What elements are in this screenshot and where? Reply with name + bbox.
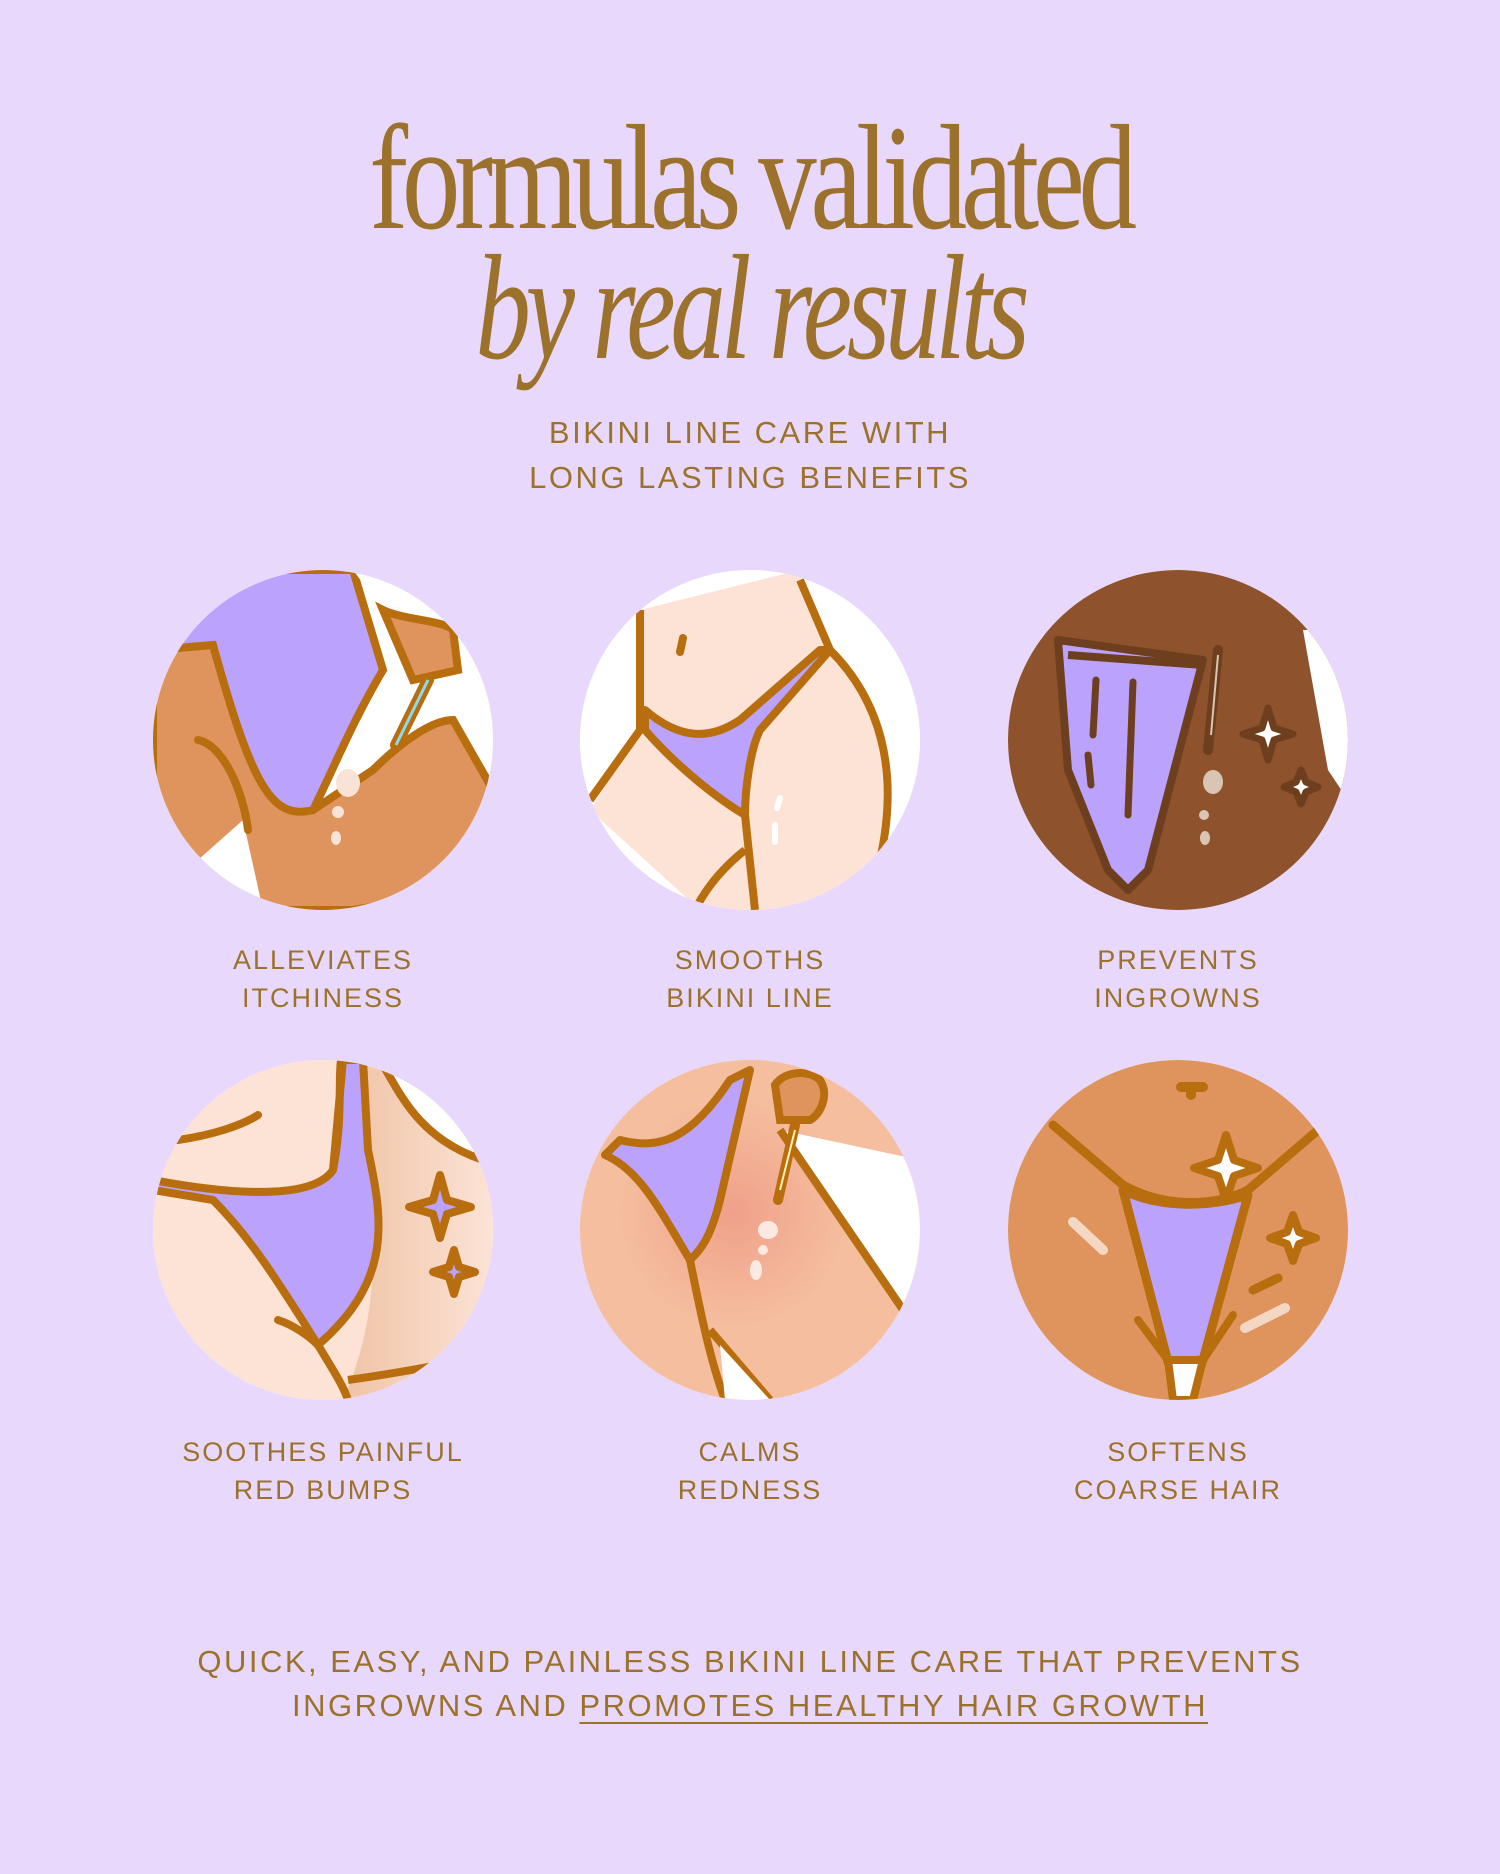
subheadline-line-2: LONG LASTING BENEFITS [529,460,971,495]
ingrown-prevention-dropper-illustration [1008,570,1348,910]
benefit-label-calms-redness: CALMS REDNESS [677,1437,823,1505]
benefit-label-soothes-painful-red-bumps: SOOTHES PAINFUL RED BUMPS [182,1437,464,1505]
redness-calming-dropper-illustration [580,1060,920,1400]
benefit-label-softens-coarse-hair: SOFTENS COARSE HAIR [1073,1437,1283,1505]
benefit-label-prevents-ingrowns: PREVENTS INGROWNS [1094,945,1262,1013]
dropper-applying-serum-illustration [153,570,493,910]
footer-line-1: QUICK, EASY, AND PAINLESS BIKINI LINE CA… [197,1644,1303,1679]
footer-tagline: QUICK, EASY, AND PAINLESS BIKINI LINE CA… [0,1640,1500,1728]
subheadline-line-1: BIKINI LINE CARE WITH [548,415,952,450]
headline-line-1: formulas validated [369,95,1137,261]
headline-line-2: by real results [475,225,1029,391]
subheadline: BIKINI LINE CARE WITH LONG LASTING BENEF… [0,410,1500,500]
benefit-label-smooths-bikini-line: SMOOTHS BIKINI LINE [666,945,834,1013]
footer-line-2: INGROWNS AND PROMOTES HEALTHY HAIR GROWT… [291,1688,1209,1723]
promotes-healthy-hair-growth-link[interactable]: PROMOTES HEALTHY HAIR GROWTH [579,1688,1209,1723]
smooth-bikini-line-illustration [580,570,920,910]
sparkling-skin-illustration [153,1060,493,1400]
benefit-label-alleviates-itchiness: ALLEVIATES ITCHINESS [232,945,414,1013]
soft-hair-sparkle-illustration [1008,1060,1348,1400]
